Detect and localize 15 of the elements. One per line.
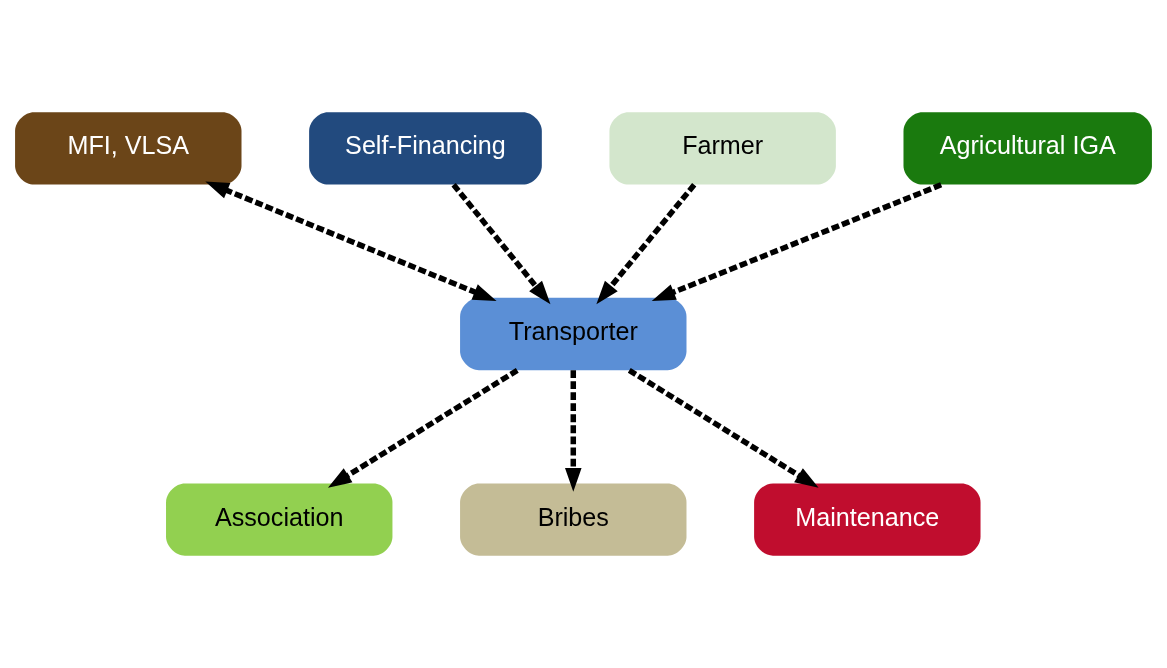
node-box: MFI, VLSA bbox=[15, 112, 242, 185]
arrow bbox=[651, 182, 943, 301]
arrow bbox=[451, 183, 551, 305]
node-box: Farmer bbox=[609, 112, 836, 185]
arrow bbox=[565, 370, 582, 492]
node-box: Agricultural IGA bbox=[903, 112, 1152, 185]
arrow bbox=[205, 181, 497, 301]
node-box: Maintenance bbox=[754, 483, 981, 556]
arrow bbox=[327, 367, 519, 488]
arrow bbox=[596, 183, 697, 305]
node-box: Self-Financing bbox=[309, 112, 542, 185]
node-box: Transporter bbox=[460, 297, 687, 371]
arrow bbox=[627, 367, 819, 488]
node-box: Bribes bbox=[460, 483, 687, 556]
node-box: Association bbox=[166, 483, 393, 556]
